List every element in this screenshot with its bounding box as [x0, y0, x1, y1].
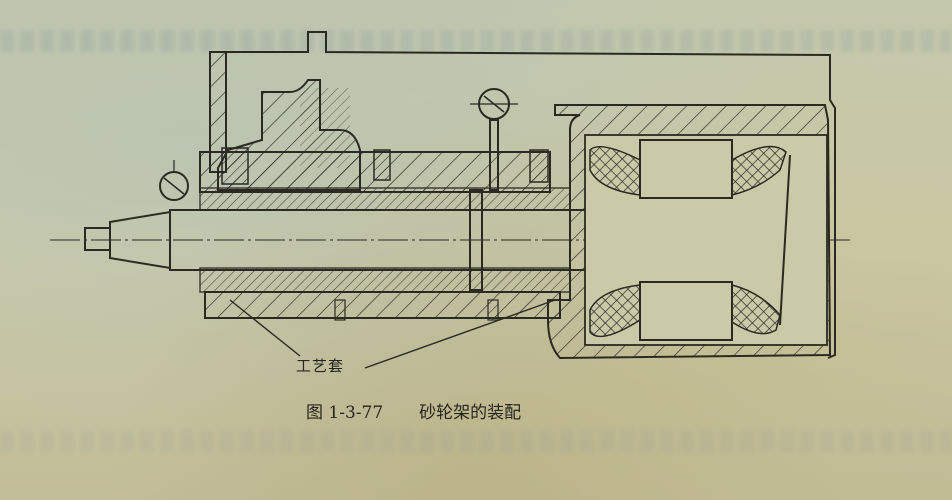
figure-title: 砂轮架的装配 [419, 403, 522, 423]
dial-indicator-center-icon [470, 88, 518, 191]
process-sleeve [204, 291, 561, 319]
lower-bearing-row [199, 267, 571, 293]
upper-bearing-row [199, 187, 571, 211]
figure-number: 图 1-3-77 [306, 403, 384, 423]
screws [221, 147, 549, 321]
dial-indicator-left-icon [159, 160, 189, 201]
spindle-flange [469, 189, 483, 291]
figure-caption: 图 1-3-77 砂轮架的装配 [306, 398, 521, 423]
housing-outline [209, 31, 836, 359]
wheel-housing [547, 104, 832, 360]
callout-label-process-sleeve: 工艺套 [296, 357, 345, 375]
callout-leaders [229, 299, 556, 369]
bleed-through-text [0, 30, 952, 52]
bleed-through-text [0, 430, 952, 452]
